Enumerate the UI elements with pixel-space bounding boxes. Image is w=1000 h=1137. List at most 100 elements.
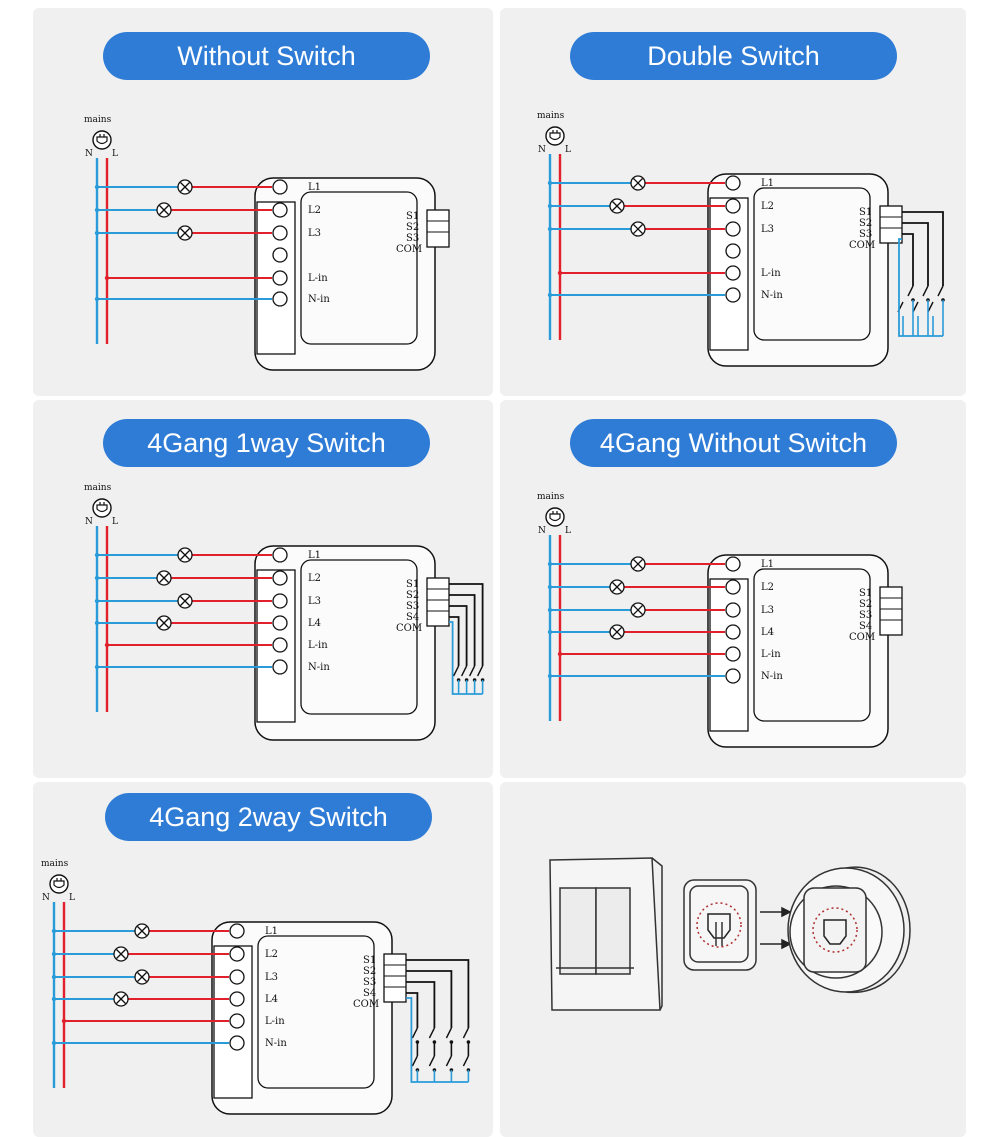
l3-label: L3 (761, 605, 774, 616)
terminal-screw-icon (272, 270, 288, 286)
module-body (254, 177, 436, 371)
plug-icon (545, 507, 565, 527)
s3-label: S3 (406, 601, 419, 612)
terminal-screw-icon (725, 602, 741, 618)
switch-contact-icon (445, 1055, 453, 1067)
switch-contact-icon (462, 1027, 470, 1039)
plug-body (53, 880, 65, 889)
neutral-label: N (85, 517, 93, 527)
l4-label: L4 (761, 627, 774, 638)
mains-label: mains (537, 111, 565, 121)
s3-label: S3 (406, 233, 419, 244)
junction-dot (104, 275, 110, 281)
module-inner-panel (753, 187, 871, 341)
terminal-screw-icon (272, 593, 288, 609)
title-4gang-2way-switch: 4Gang 2way Switch (105, 793, 432, 841)
s2-label: S2 (859, 599, 872, 610)
l1-label: L1 (308, 550, 321, 561)
mains-label: mains (84, 115, 112, 125)
wall-switch-icon (549, 857, 663, 1011)
switch-wire (449, 583, 484, 666)
s2-label: S2 (859, 218, 872, 229)
junction-dot (51, 974, 57, 980)
lamp-cross (612, 627, 622, 637)
terminal-screw-icon (272, 247, 288, 263)
junction-dot (94, 230, 100, 236)
l4-label: L4 (265, 994, 278, 1005)
title-double-switch: Double Switch (570, 32, 897, 80)
terminal-screw-icon (229, 991, 245, 1007)
switch-contact-icon (411, 1027, 419, 1039)
s1-label: S1 (859, 207, 872, 218)
switch-wire (406, 970, 453, 1028)
module-inner-panel (300, 559, 418, 715)
switch-wire (902, 211, 944, 286)
lamp-cross (137, 972, 147, 982)
l3-label: L3 (308, 596, 321, 607)
s1-label: S1 (406, 579, 419, 590)
com-label: COM (849, 632, 875, 643)
plug-body (96, 504, 108, 513)
junction-dot (94, 575, 100, 581)
l1-label: L1 (761, 178, 774, 189)
switch-contact-icon (912, 301, 919, 313)
plug-body (549, 513, 561, 522)
com-wire (449, 621, 483, 695)
lamp-cross (633, 559, 643, 569)
switch-contact-icon (460, 665, 468, 677)
s4-label: S4 (406, 612, 419, 623)
module-inner-panel (257, 935, 375, 1089)
title-4gang-without-switch: 4Gang Without Switch (570, 419, 897, 467)
switch-contact-icon (428, 1055, 436, 1067)
terminal-screw-icon (272, 202, 288, 218)
lamp-cross (633, 178, 643, 188)
live-label: L (69, 893, 75, 903)
n-in-label: N-in (308, 294, 330, 305)
lamp-cross (180, 596, 190, 606)
s2-label: S2 (406, 590, 419, 601)
plug-body (96, 136, 108, 145)
s3-label: S3 (859, 229, 872, 240)
s2-label: S2 (406, 222, 419, 233)
terminal-screw-icon (272, 179, 288, 195)
lamp-cross (612, 201, 622, 211)
n-in-label: N-in (308, 662, 330, 673)
plug-icon (545, 126, 565, 146)
junction-dot (547, 607, 553, 613)
plug-icon (92, 130, 112, 150)
module-inner-panel (300, 191, 418, 345)
module-inner-panel (753, 568, 871, 722)
neutral-label: N (538, 145, 546, 155)
terminal-screw-icon (272, 659, 288, 675)
junction-dot (51, 1040, 57, 1046)
switch-contact-icon (468, 665, 476, 677)
l3-label: L3 (265, 972, 278, 983)
s1-label: S1 (859, 588, 872, 599)
junction-dot (51, 951, 57, 957)
terminal-screw-icon (229, 1013, 245, 1029)
com-wire (406, 997, 469, 1083)
junction-dot (557, 270, 563, 276)
switch-terminal-block (426, 577, 450, 627)
l1-label: L1 (308, 182, 321, 193)
switch-wire (449, 616, 460, 666)
lamp-cross (159, 205, 169, 215)
lamp-cross (116, 994, 126, 1004)
switch-contact-icon (428, 1027, 436, 1039)
switch-wire (449, 605, 468, 666)
com-label: COM (396, 244, 422, 255)
neutral-label: N (42, 893, 50, 903)
terminal-screw-icon (725, 646, 741, 662)
switch-wire (902, 233, 914, 286)
junction-dot (547, 180, 553, 186)
l4-label: L4 (308, 618, 321, 629)
com-label: COM (353, 999, 379, 1010)
l-in-label: L-in (265, 1016, 285, 1027)
neutral-label: N (538, 526, 546, 536)
l-in-label: L-in (308, 640, 328, 651)
